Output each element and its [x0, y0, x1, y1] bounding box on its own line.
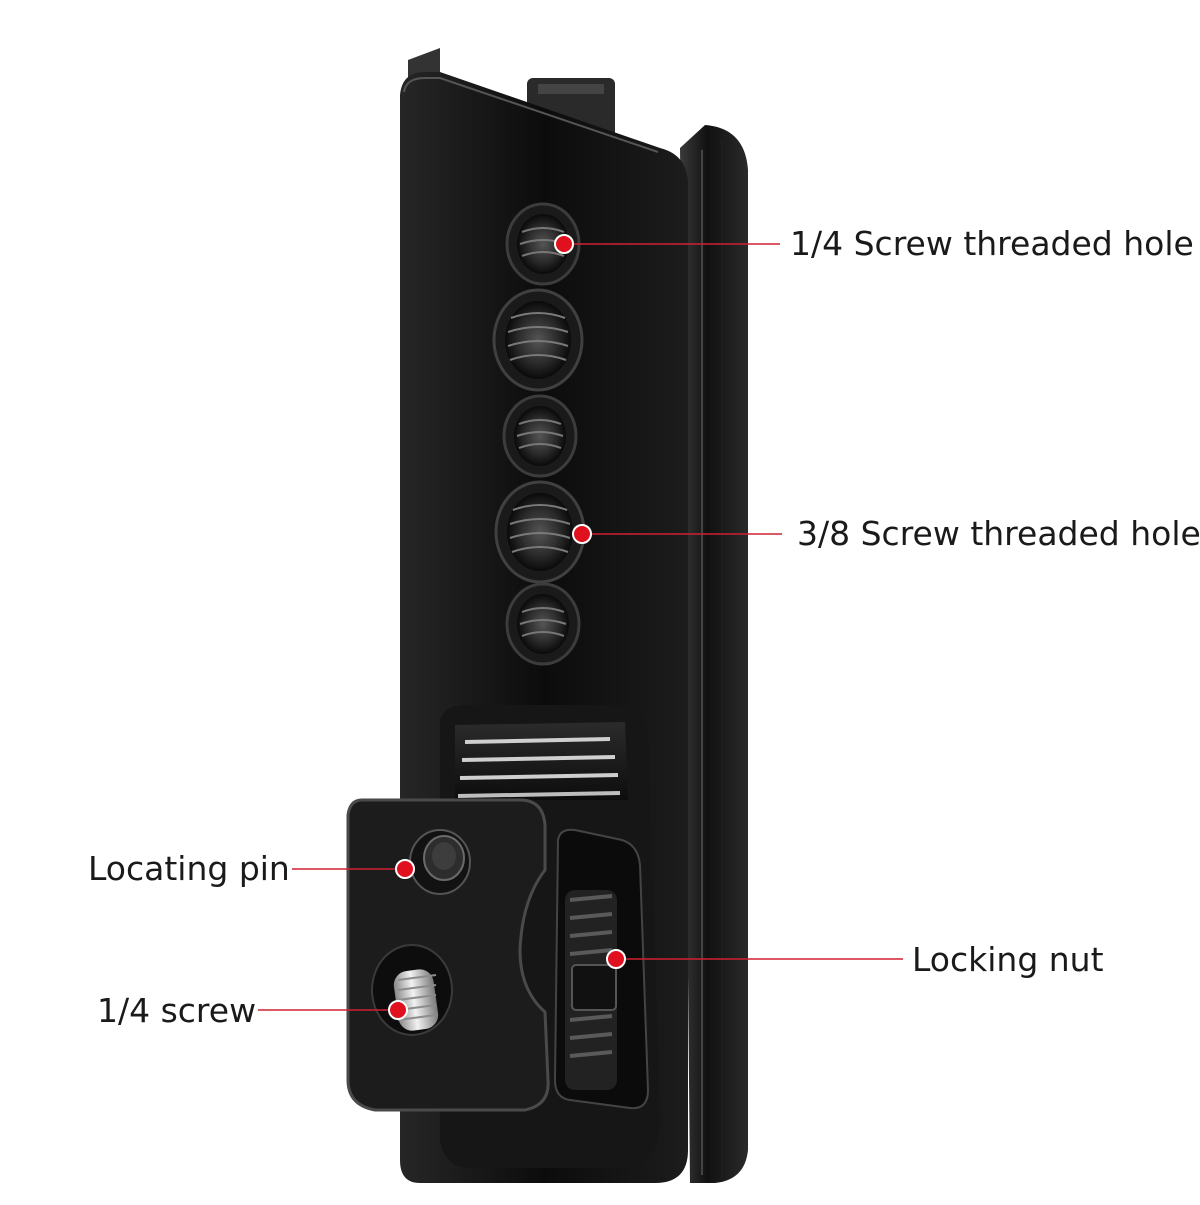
marker-dot-screw [388, 1000, 408, 1020]
three-eighths-hole-1 [492, 288, 584, 392]
marker-dot-pin [395, 859, 415, 879]
quarter-screw [371, 944, 453, 1036]
grip-ridges [455, 722, 628, 800]
label-locating-pin: Locating pin [88, 849, 290, 888]
label-quarter-screw: 1/4 screw [97, 991, 257, 1030]
quarter-hole-3 [505, 582, 581, 666]
marker-dot-top [554, 234, 574, 254]
label-locking-nut: Locking nut [912, 940, 1104, 979]
leader-lines [258, 243, 903, 1011]
clamp-block [346, 705, 660, 1168]
label-quarter-threaded-hole: 1/4 Screw threaded hole [790, 224, 1194, 263]
label-three-eighths-threaded-hole: 3/8 Screw threaded hole [797, 514, 1200, 553]
markers [388, 234, 626, 1020]
three-eighths-hole-2 [494, 480, 586, 584]
quarter-hole-2 [502, 394, 578, 478]
threaded-holes [492, 202, 586, 666]
locking-nut-window [553, 828, 650, 1110]
side-rail [680, 125, 748, 1183]
locating-pin [409, 829, 471, 895]
marker-dot-mid [572, 524, 592, 544]
quarter-hole-1 [505, 202, 581, 286]
marker-dot-nut [606, 949, 626, 969]
